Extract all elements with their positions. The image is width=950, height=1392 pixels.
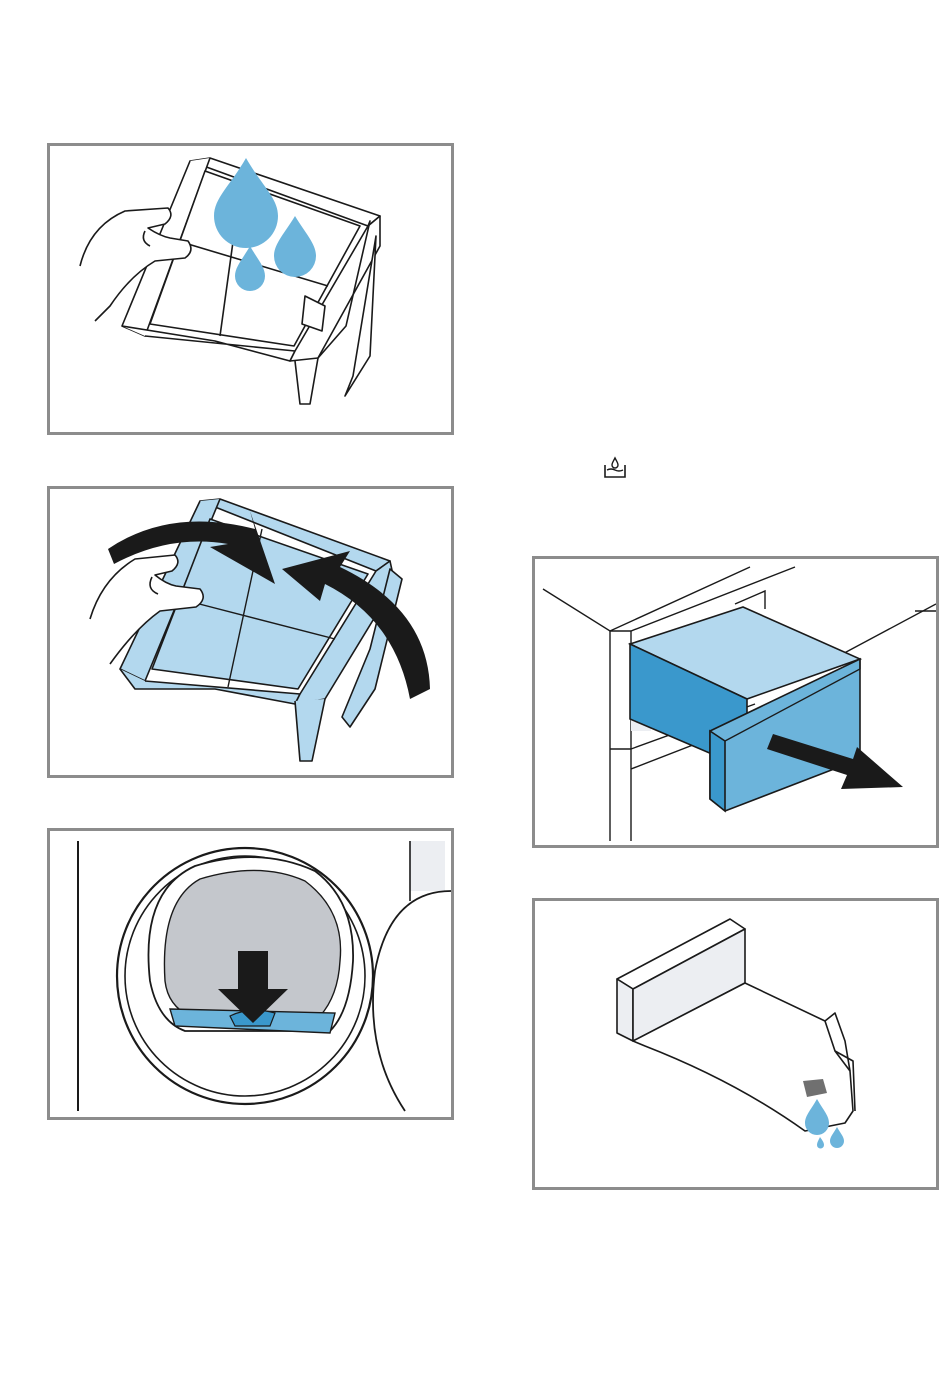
pull-tank-illustration: [535, 559, 936, 845]
figure-insert-filter-door: [47, 828, 454, 1120]
figure-close-filter: [47, 486, 454, 778]
empty-tank-illustration: [535, 901, 936, 1187]
water-tank-icon: [601, 456, 629, 480]
close-filter-illustration: [50, 489, 451, 775]
rinse-filter-illustration: [50, 146, 451, 432]
figure-rinse-filter: [47, 143, 454, 435]
figure-pull-out-water-tank: [532, 556, 939, 848]
insert-filter-illustration: [50, 831, 451, 1117]
figure-empty-water-tank: [532, 898, 939, 1190]
